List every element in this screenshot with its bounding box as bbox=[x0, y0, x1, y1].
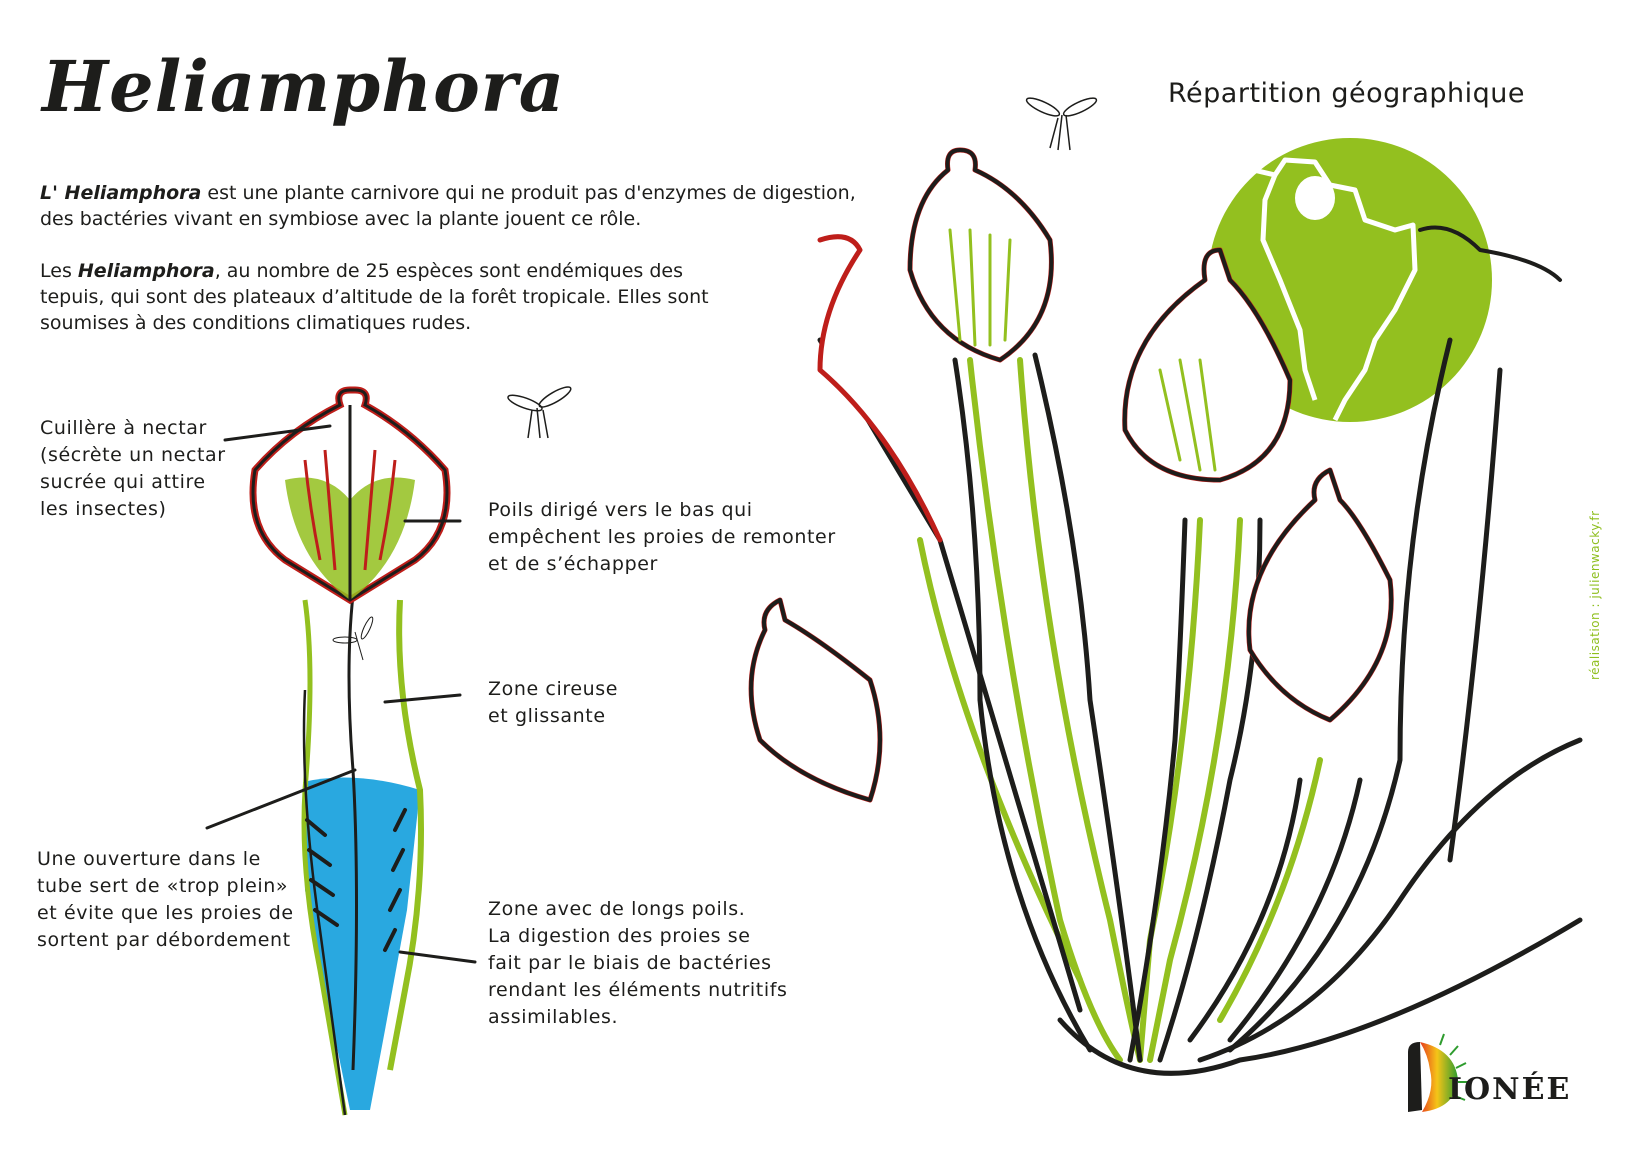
venus-flytrap-logo-icon bbox=[1408, 1033, 1468, 1112]
dionee-logo: IONÉE bbox=[1400, 1030, 1600, 1120]
intro-p1-prefix: L' bbox=[40, 182, 65, 204]
label-nectar-spoon: Cuillère à nectar (sécrète un nectar suc… bbox=[40, 417, 226, 520]
label-downward-hairs: Poils dirigé vers le bas qui empêchent l… bbox=[488, 499, 836, 575]
intro-paragraph-2: Les Heliamphora, au nombre de 25 espèces… bbox=[40, 258, 720, 336]
intro-p2-prefix: Les bbox=[40, 260, 78, 282]
intro-text: L' Heliamphora est une plante carnivore … bbox=[40, 180, 870, 362]
page-title: Heliamphora bbox=[42, 45, 566, 128]
intro-p2-text: , au nombre de 25 espèces sont endémique… bbox=[40, 260, 709, 334]
label-waxy-zone: Zone cireuse et glissante bbox=[488, 678, 619, 727]
label-long-hairs-zone: Zone avec de longs poils. La digestion d… bbox=[488, 898, 788, 1028]
intro-paragraph-1: L' Heliamphora est une plante carnivore … bbox=[40, 180, 870, 232]
pitcher-cross-section-diagram bbox=[249, 386, 451, 1116]
intro-p2-genus: Heliamphora bbox=[77, 260, 215, 282]
intro-p1-genus: Heliamphora bbox=[64, 182, 202, 204]
geo-distribution-title: Répartition géographique bbox=[1168, 78, 1526, 109]
mosquito-icon bbox=[507, 97, 1098, 439]
logo-wordmark: IONÉE bbox=[1448, 1072, 1572, 1107]
heliamphora-plant-illustration bbox=[748, 147, 1583, 1076]
credit-text: réalisation : julienwacky.fr bbox=[1588, 510, 1602, 680]
label-overflow-opening: Une ouverture dans le tube sert de «trop… bbox=[37, 848, 294, 951]
intro-p1-text: est une plante carnivore qui ne produit … bbox=[40, 182, 856, 230]
